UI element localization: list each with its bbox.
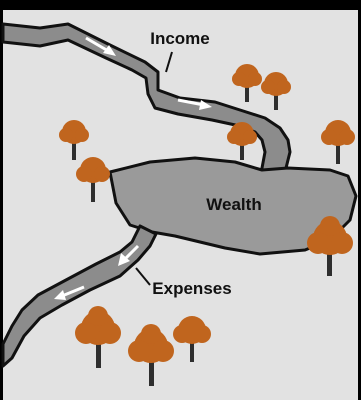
income-flow-arrow-2 <box>177 98 212 110</box>
income-flow-arrow-1 <box>85 36 116 56</box>
tree-10 <box>173 316 211 362</box>
tree-7 <box>307 216 353 276</box>
tree-8 <box>75 306 121 368</box>
expenses-flow-arrow-2 <box>54 285 85 300</box>
tree-2 <box>261 72 291 110</box>
income-leader-line <box>165 51 173 73</box>
expenses-flow-arrow-1 <box>118 244 140 266</box>
tree-4 <box>227 122 257 160</box>
income-label: Income <box>150 29 210 48</box>
top-frame <box>0 0 361 10</box>
expenses-leader-line <box>135 267 151 286</box>
right-frame <box>358 0 361 400</box>
left-frame <box>0 0 3 400</box>
expenses-label: Expenses <box>152 279 231 298</box>
wealth-label: Wealth <box>206 195 261 214</box>
tree-1 <box>232 64 262 102</box>
tree-5 <box>321 120 355 164</box>
expenses-river <box>1 224 158 368</box>
tree-9 <box>128 324 174 386</box>
tree-6 <box>76 157 110 202</box>
tree-3 <box>59 120 89 160</box>
